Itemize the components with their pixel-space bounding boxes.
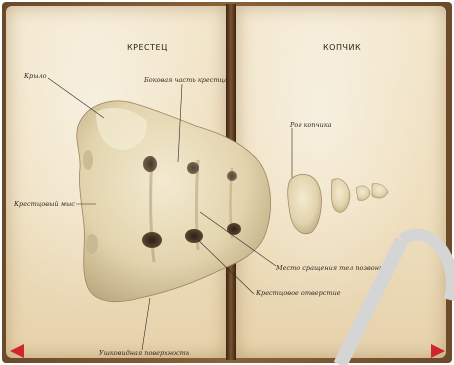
label-lateral-part: Боковая часть крестца <box>144 76 228 84</box>
label-auricular-surface: Ушковидная поверхность <box>99 349 189 357</box>
sacrum-bone <box>77 101 271 302</box>
label-promontory: Крестцовый мыс <box>14 200 75 208</box>
label-wing: Крыло <box>24 72 47 80</box>
label-coccyx-horn: Рог копчика <box>290 121 332 129</box>
triangle-left-icon[interactable] <box>10 344 24 358</box>
triangle-right-icon[interactable] <box>431 344 445 358</box>
watermark-decoration <box>310 200 454 365</box>
